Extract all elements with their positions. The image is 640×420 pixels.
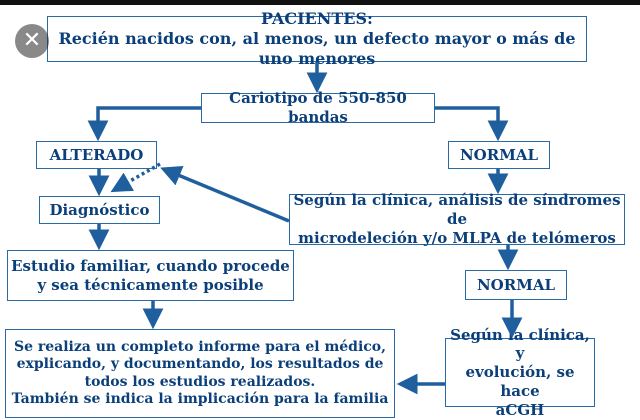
patients-title: PACIENTES: xyxy=(261,9,373,28)
report-box: Se realiza un completo informe para el m… xyxy=(5,329,395,418)
acgh-box: Según la clínica, y evolución, se hace a… xyxy=(445,326,595,419)
karyotype-label: Cariotipo de 550-850 bandas xyxy=(229,89,407,126)
family-study-line1: Estudio familiar, cuando procede xyxy=(11,256,290,275)
altered-box: ALTERADO xyxy=(36,141,157,169)
diagnostic-box: Diagnóstico xyxy=(39,196,160,224)
syndromes-box: Según la clínica, análisis de síndromes … xyxy=(289,191,625,247)
normal-label-1: NORMAL xyxy=(459,145,539,164)
report-line4: También se indica la implicación para la… xyxy=(11,391,389,407)
normal-label-2: NORMAL xyxy=(476,275,556,294)
report-line2: explicando, y documentando, los resultad… xyxy=(16,356,384,372)
acgh-line1: Según la clínica, y xyxy=(450,325,590,363)
family-study-line2: y sea técnicamente posible xyxy=(37,275,264,294)
normal-box-2: NORMAL xyxy=(465,270,567,300)
close-icon[interactable]: ✕ xyxy=(15,24,49,58)
top-edge-bar xyxy=(0,0,640,5)
patients-subtitle: Recién nacidos con, al menos, un defecto… xyxy=(58,29,576,68)
altered-label: ALTERADO xyxy=(49,145,144,164)
acgh-line3: aCGH xyxy=(495,400,545,419)
syndromes-line2: microdeleción y/o MLPA de telómeros xyxy=(298,228,616,247)
report-line3: todos los estudios realizados. xyxy=(84,373,316,390)
diagnostic-label: Diagnóstico xyxy=(49,200,150,219)
close-glyph: ✕ xyxy=(22,28,42,53)
karyotype-box: Cariotipo de 550-850 bandas xyxy=(201,89,435,126)
normal-box-1: NORMAL xyxy=(448,141,550,169)
acgh-line2: evolución, se hace xyxy=(465,363,575,400)
patients-box: PACIENTES: Recién nacidos con, al menos,… xyxy=(47,9,587,68)
syndromes-line1: Según la clínica, análisis de síndromes … xyxy=(293,191,621,229)
report-line1: Se realiza un completo informe para el m… xyxy=(13,338,387,355)
family-study-box: Estudio familiar, cuando procede y sea t… xyxy=(7,250,294,301)
